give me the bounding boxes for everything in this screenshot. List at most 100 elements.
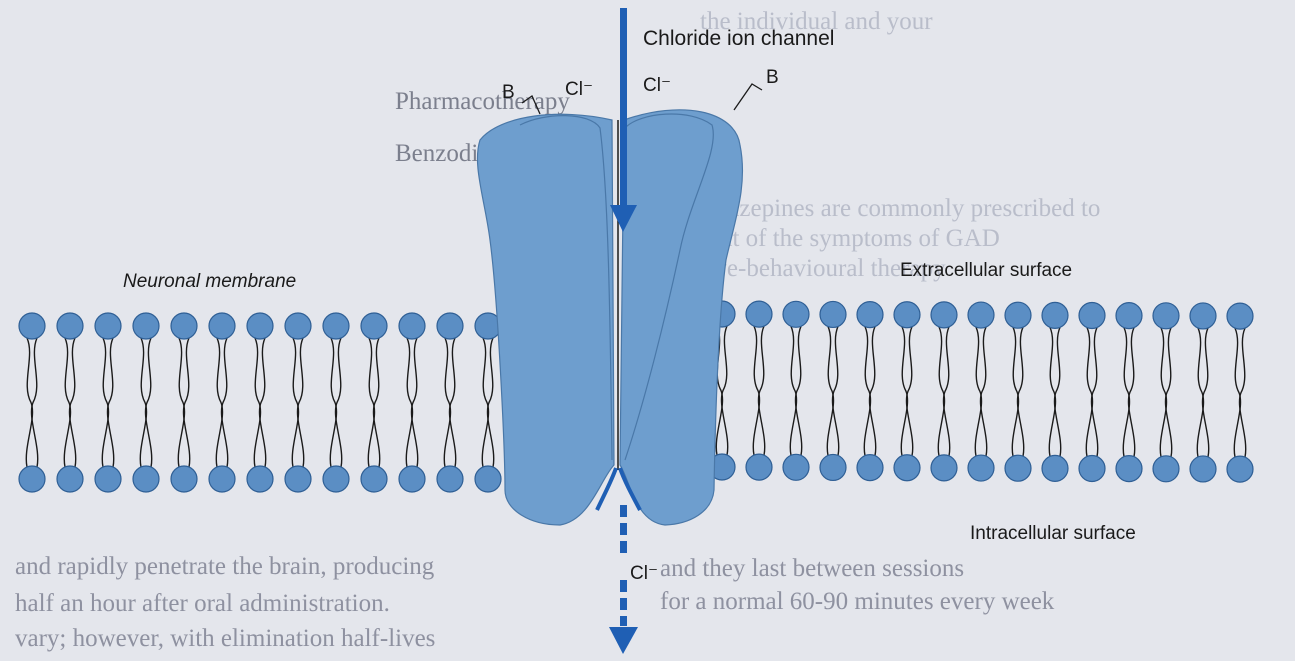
phospholipid-tail — [790, 326, 796, 455]
phospholipid-tail — [69, 338, 75, 467]
phospholipid-head — [361, 466, 387, 492]
phospholipid-head — [857, 455, 883, 481]
phospholipid-head — [1190, 456, 1216, 482]
phospholipid-head — [931, 302, 957, 328]
phospholipid-tail — [1086, 328, 1092, 457]
phospholipid-head — [1005, 455, 1031, 481]
binding-site-pointer-left — [522, 96, 540, 114]
chloride-channel-label: Chloride ion channel — [643, 27, 834, 51]
phospholipid-tail — [975, 327, 981, 456]
phospholipid-tail — [254, 338, 260, 467]
phospholipid-tail — [832, 326, 838, 455]
phospholipid-head — [746, 454, 772, 480]
phospholipid-head — [399, 313, 425, 339]
phospholipid-head — [1005, 302, 1031, 328]
phospholipid-head — [361, 313, 387, 339]
binding-site-label-right: B — [766, 67, 779, 89]
chloride-ion-label-right: Cl⁻ — [643, 74, 671, 97]
channel-subunit-left — [477, 114, 614, 525]
phospholipid-tail — [368, 338, 374, 467]
phospholipid-tail — [1128, 328, 1134, 457]
phospholipid-tail — [901, 327, 907, 456]
phospholipid-tail — [1160, 328, 1166, 457]
chloride-ion-label-left: Cl⁻ — [565, 78, 593, 101]
phospholipid-head — [57, 466, 83, 492]
phospholipid-head — [57, 313, 83, 339]
phospholipid-head — [783, 301, 809, 327]
phospholipid-head — [1079, 303, 1105, 329]
phospholipid-tail — [1202, 328, 1208, 457]
phospholipid-tail — [145, 338, 151, 467]
phospholipid-tail — [221, 338, 227, 467]
phospholipid-tail — [1017, 327, 1023, 456]
phospholipid-tail — [487, 338, 493, 467]
phospholipid-tail — [906, 327, 912, 456]
phospholipid-head — [968, 455, 994, 481]
phospholipid-head — [1227, 303, 1253, 329]
phospholipid-tail — [827, 326, 833, 455]
phospholipid-head — [820, 454, 846, 480]
phospholipid-head — [209, 466, 235, 492]
phospholipid-head — [931, 455, 957, 481]
phospholipid-tail — [406, 338, 412, 467]
phospholipid-tail — [758, 326, 764, 455]
phospholipid-tail — [107, 338, 113, 467]
phospholipid-head — [1079, 456, 1105, 482]
phospholipid-head — [783, 454, 809, 480]
phospholipid-head — [894, 302, 920, 328]
neuronal-membrane-label: Neuronal membrane — [123, 271, 296, 293]
phospholipid-tail — [1197, 328, 1203, 457]
intracellular-surface-label: Intracellular surface — [970, 523, 1136, 545]
phospholipid-tail — [869, 327, 875, 456]
phospholipid-tail — [1239, 328, 1245, 457]
phospholipid-tail — [102, 338, 108, 467]
phospholipid-head — [247, 466, 273, 492]
phospholipid-tail — [449, 338, 455, 467]
phospholipid-head — [133, 313, 159, 339]
phospholipid-tail — [864, 327, 870, 456]
phospholipid-tail — [1012, 327, 1018, 456]
phospholipid-head — [323, 313, 349, 339]
phospholipid-head — [285, 313, 311, 339]
chloride-channel-protein — [477, 110, 742, 525]
phospholipid-head — [171, 466, 197, 492]
phospholipid-tail — [1234, 328, 1240, 457]
phospholipid-tail — [373, 338, 379, 467]
phospholipid-head — [399, 466, 425, 492]
phospholipid-tail — [482, 338, 488, 467]
binding-site-label-left: B — [502, 82, 515, 104]
phospholipid-head — [1153, 303, 1179, 329]
extracellular-surface-label: Extracellular surface — [900, 260, 1072, 282]
phospholipid-head — [1116, 303, 1142, 329]
phospholipid-tail — [297, 338, 303, 467]
phospholipid-head — [894, 455, 920, 481]
phospholipid-tail — [1123, 328, 1129, 457]
phospholipid-head — [1042, 455, 1068, 481]
chloride-ion-label-bottom: Cl⁻ — [630, 562, 658, 585]
phospholipid-head — [820, 301, 846, 327]
phospholipid-head — [475, 466, 501, 492]
phospholipid-tail — [1049, 327, 1055, 456]
phospholipid-tail — [335, 338, 341, 467]
phospholipid-tail — [980, 327, 986, 456]
phospholipid-head — [285, 466, 311, 492]
phospholipid-head — [19, 313, 45, 339]
phospholipid-head — [323, 466, 349, 492]
phospholipid-head — [968, 302, 994, 328]
phospholipid-tail — [943, 327, 949, 456]
phospholipid-tail — [753, 326, 759, 455]
phospholipid-tail — [938, 327, 944, 456]
binding-site-pointer-right — [734, 84, 762, 110]
phospholipid-tail — [26, 338, 32, 467]
phospholipid-tail — [721, 326, 727, 455]
phospholipid-tail — [795, 326, 801, 455]
phospholipid-tail — [1165, 328, 1171, 457]
ion-flow-dashes — [620, 505, 627, 626]
phospholipid-head — [95, 313, 121, 339]
phospholipid-head — [1190, 303, 1216, 329]
phospholipid-head — [171, 313, 197, 339]
phospholipid-head — [1227, 456, 1253, 482]
phospholipid-head — [19, 466, 45, 492]
phospholipid-tail — [140, 338, 146, 467]
